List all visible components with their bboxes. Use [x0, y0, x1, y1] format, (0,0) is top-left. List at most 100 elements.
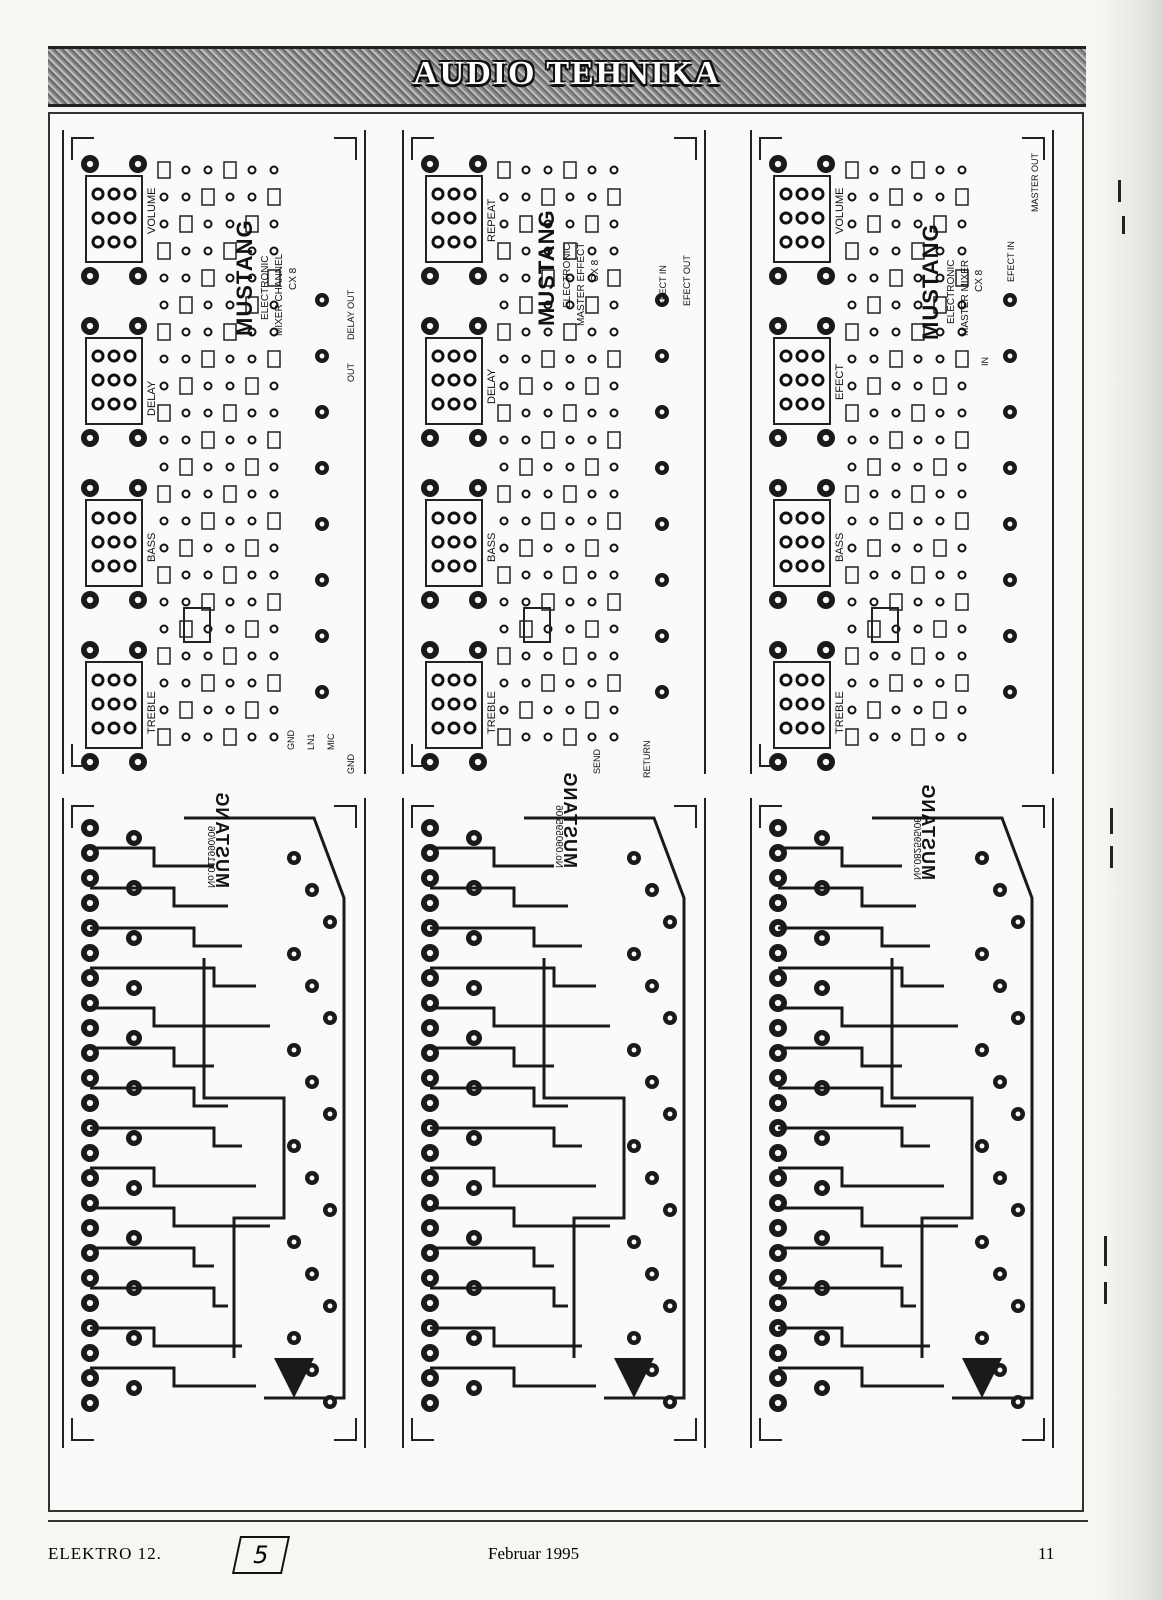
- board-subtitle-2: MIXER CHANNEL: [274, 253, 285, 336]
- pad-hole: [822, 758, 830, 766]
- component-hole: [891, 381, 901, 391]
- component-hole: [225, 543, 235, 553]
- pad-hole: [774, 899, 782, 907]
- board-subtitle-1: ELECTRONIC: [260, 255, 271, 320]
- component-hole: [159, 624, 169, 634]
- pcb-code-mirrored: No.011990/06: [205, 825, 216, 888]
- resistor: [267, 674, 281, 692]
- pot-pin: [811, 511, 825, 525]
- component-hole: [203, 381, 213, 391]
- resistor: [607, 674, 621, 692]
- pad-hole: [319, 465, 325, 471]
- pad-hole: [471, 985, 477, 991]
- component-hole: [247, 354, 257, 364]
- pad-hole: [309, 1175, 315, 1181]
- pad-hole: [86, 484, 94, 492]
- component-hole: [957, 462, 967, 472]
- component-hole: [609, 408, 619, 418]
- pad-hole: [319, 297, 325, 303]
- pad-hole: [426, 849, 434, 857]
- pot-pin: [431, 373, 445, 387]
- pot-pin: [811, 235, 825, 249]
- pot-pin: [123, 235, 137, 249]
- component-hole: [847, 705, 857, 715]
- pot-pin: [811, 697, 825, 711]
- pad-hole: [426, 434, 434, 442]
- resistor: [607, 269, 621, 287]
- resistor: [519, 539, 533, 557]
- pad-hole: [774, 1374, 782, 1382]
- component-hole: [869, 408, 879, 418]
- component-hole: [847, 300, 857, 310]
- resistor: [157, 323, 171, 341]
- component-hole: [891, 732, 901, 742]
- resistor: [223, 566, 237, 584]
- component-hole: [913, 300, 923, 310]
- resistor: [223, 242, 237, 260]
- pad-hole: [426, 758, 434, 766]
- component-hole: [203, 462, 213, 472]
- component-hole: [159, 381, 169, 391]
- component-hole: [543, 327, 553, 337]
- pot-pin: [447, 187, 461, 201]
- component-hole: [543, 651, 553, 661]
- pot-pin: [91, 349, 105, 363]
- component-hole: [957, 408, 967, 418]
- component-hole: [225, 597, 235, 607]
- component-hole: [935, 489, 945, 499]
- resistor: [157, 485, 171, 503]
- resistor: [245, 620, 259, 638]
- resistor: [845, 323, 859, 341]
- component-layout-mixer-channel: MUSTANG ELECTRONIC MIXER CHANNEL CX 8 VO…: [62, 130, 366, 774]
- pot-pin: [779, 535, 793, 549]
- resistor: [933, 458, 947, 476]
- resistor: [245, 296, 259, 314]
- copper-track: [778, 846, 958, 1388]
- resistor: [179, 620, 193, 638]
- component-hole: [543, 705, 553, 715]
- resistor: [497, 566, 511, 584]
- resistor: [201, 188, 215, 206]
- resistor: [201, 674, 215, 692]
- component-hole: [543, 624, 553, 634]
- resistor: [157, 161, 171, 179]
- resistor: [607, 512, 621, 530]
- pad-hole: [819, 1035, 825, 1041]
- pad-hole: [426, 596, 434, 604]
- pad-hole: [1007, 409, 1013, 415]
- component-hole: [609, 246, 619, 256]
- resistor: [911, 728, 925, 746]
- resistor: [933, 215, 947, 233]
- resistor: [607, 431, 621, 449]
- component-hole: [913, 705, 923, 715]
- component-hole: [935, 408, 945, 418]
- resistor: [933, 377, 947, 395]
- pad-hole: [86, 1199, 94, 1207]
- resistor: [911, 161, 925, 179]
- resistor: [845, 404, 859, 422]
- pad-hole: [134, 758, 142, 766]
- component-hole: [891, 327, 901, 337]
- pad-hole: [327, 1015, 333, 1021]
- pad-hole: [86, 1374, 94, 1382]
- component-hole: [521, 570, 531, 580]
- component-hole: [269, 246, 279, 256]
- component-hole: [543, 300, 553, 310]
- component-hole: [181, 516, 191, 526]
- io-label: DELAY OUT: [346, 289, 356, 340]
- resistor: [563, 323, 577, 341]
- component-hole: [847, 462, 857, 472]
- pad-hole: [667, 1207, 673, 1213]
- component-hole: [913, 624, 923, 634]
- pad-hole: [774, 974, 782, 982]
- io-label: GND: [286, 730, 296, 750]
- pad-hole: [631, 1335, 637, 1341]
- component-hole: [159, 192, 169, 202]
- pad-hole: [474, 272, 482, 280]
- component-hole: [181, 246, 191, 256]
- pad-hole: [426, 1199, 434, 1207]
- component-hole: [181, 192, 191, 202]
- component-hole: [159, 273, 169, 283]
- page-title: AUDIO TEHNIKA: [413, 55, 721, 92]
- component-hole: [587, 273, 597, 283]
